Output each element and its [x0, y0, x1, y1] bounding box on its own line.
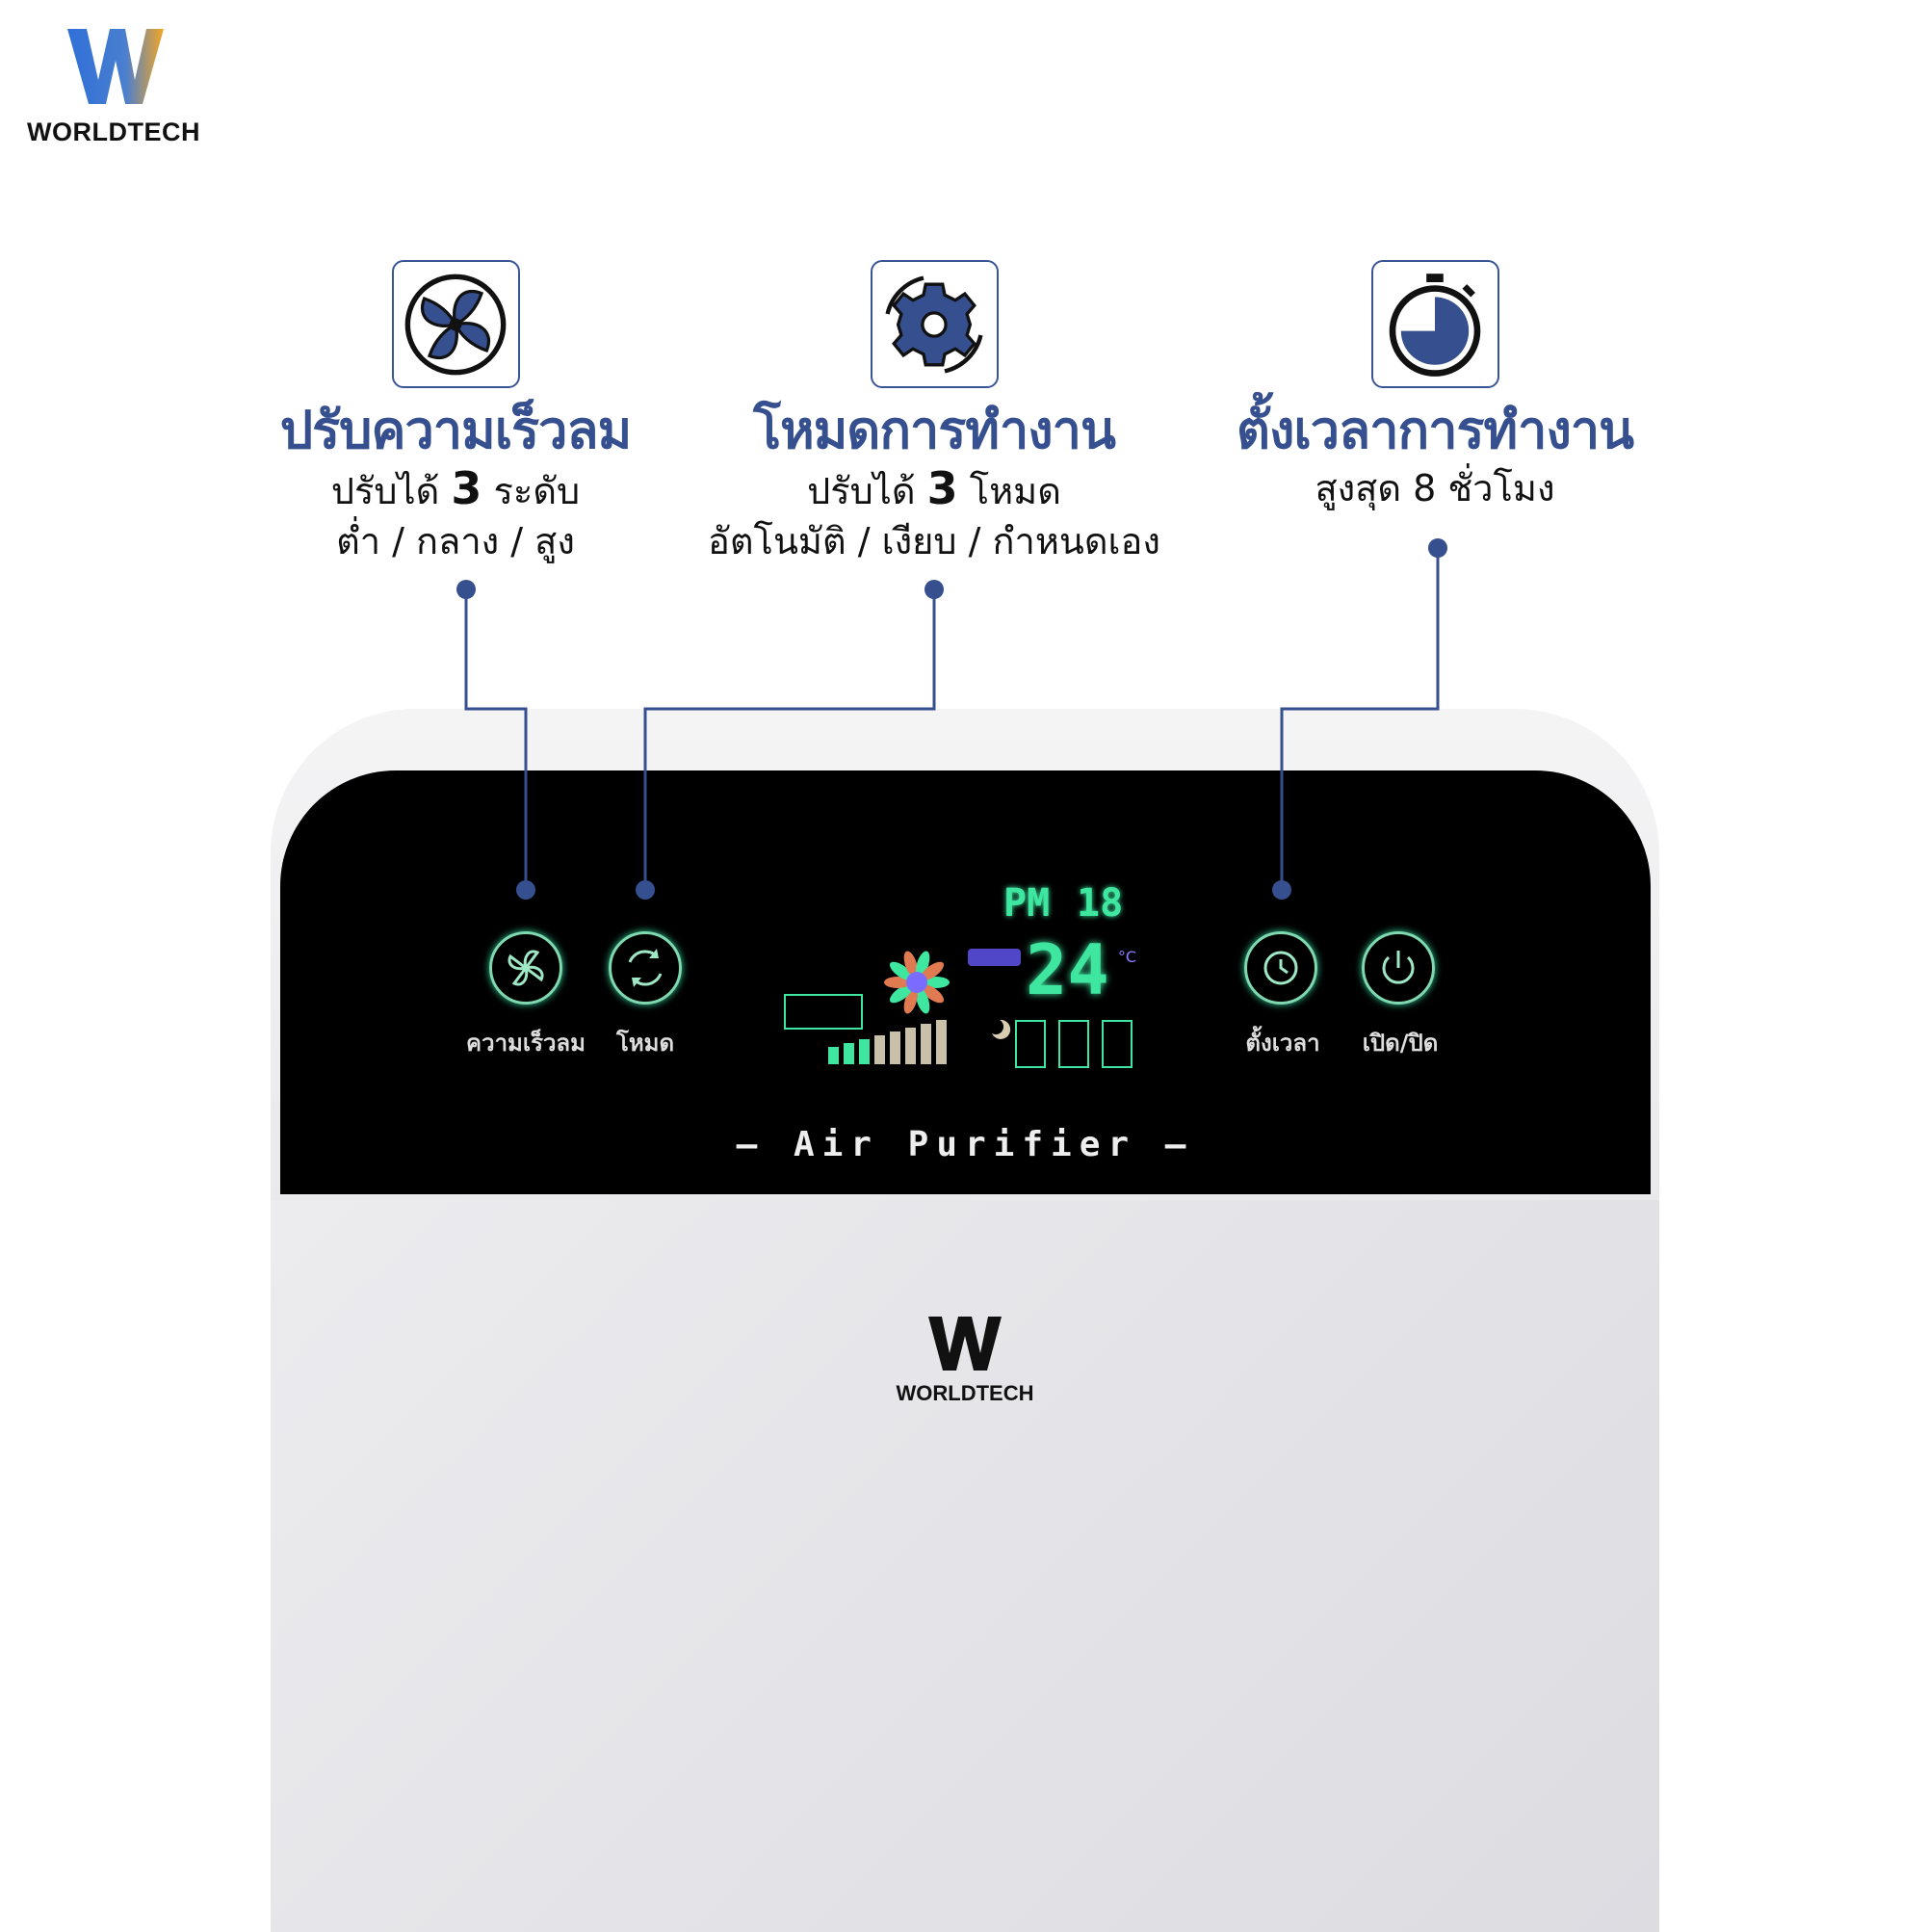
filter-indicator: [784, 994, 863, 1030]
fan-speed-label: ความเร็วลม: [466, 1030, 586, 1057]
feature-line2: อัตโนมัติ / เงียบ / กำหนดเอง: [708, 520, 1160, 562]
device-body: [271, 1200, 1659, 1932]
power-button[interactable]: [1362, 931, 1435, 1005]
fan-blade: [889, 984, 913, 1004]
fan-blade: [889, 961, 913, 980]
fan-blade: [923, 977, 950, 988]
fan-level-bar: [874, 1035, 885, 1064]
fan-blade: [921, 984, 945, 1004]
fan-icon: [391, 260, 520, 388]
feature-timer: ตั้งเวลาการทำงาน สูงสุด 8 ชั่วโมง: [1165, 260, 1705, 513]
fan-level-bar: [828, 1047, 839, 1064]
timer-icon: [1370, 260, 1499, 388]
feature-title: ตั้งเวลาการทำงาน: [1236, 400, 1634, 460]
fan-level-bar: [905, 1028, 916, 1064]
fan-icon: [508, 950, 544, 986]
sensor-indicator: [968, 949, 1021, 966]
feature-mode: โหมดการทำงาน ปรับได้ 3 โหมด อัตโนมัติ / …: [664, 260, 1204, 566]
feature-title: ปรับความเร็วลม: [279, 400, 632, 460]
fan-level-bar: [844, 1043, 854, 1064]
fan-level-bar: [890, 1031, 900, 1064]
fan-animation-icon: [884, 951, 950, 1014]
temp-unit: °C: [1118, 948, 1136, 966]
pm-value: 18: [1077, 881, 1124, 926]
fan-level-bar: [859, 1039, 870, 1064]
fan-blade: [921, 961, 945, 980]
mode-indicator: [1058, 1020, 1089, 1068]
feature-line1: ปรับได้ 3 โหมด: [807, 462, 1061, 514]
feature-line2: ต่ำ / กลาง / สูง: [336, 520, 575, 562]
product-label: — Air Purifier —: [736, 1125, 1194, 1164]
power-icon: [1382, 951, 1415, 984]
pm-label: PM: [1003, 881, 1051, 926]
fan-level-bar: [936, 1020, 947, 1064]
lcd-display: °C PM 18 24: [780, 881, 1146, 1074]
fan-level-bar: [921, 1024, 931, 1064]
mode-indicator: [1015, 1020, 1046, 1068]
fan-blade: [903, 951, 918, 978]
brand-name: WORLDTECH: [27, 117, 200, 146]
power-label: เปิด/ปิด: [1362, 1030, 1439, 1057]
feature-line1: สูงสุด 8 ชั่วโมง: [1315, 467, 1555, 509]
clock-icon: [1263, 951, 1298, 985]
worldtech-logo: [67, 29, 164, 104]
timer-label: ตั้งเวลา: [1245, 1030, 1320, 1057]
fan-blade: [916, 987, 930, 1014]
mode-label: โหมด: [615, 1030, 675, 1057]
feature-fan-speed: ปรับความเร็วลม ปรับได้ 3 ระดับ ต่ำ / กลา…: [186, 260, 725, 566]
fan-speed-button[interactable]: [489, 931, 562, 1005]
timer-button[interactable]: [1244, 931, 1317, 1005]
lcd-graphics: °C: [784, 948, 1136, 1068]
mode-cycle-icon: [628, 949, 663, 987]
fan-level-bars: [828, 1020, 947, 1064]
sleep-moon-icon: [992, 1019, 1011, 1039]
feature-line1: ปรับได้ 3 ระดับ: [330, 462, 581, 514]
fan-blade: [884, 977, 911, 988]
mode-button[interactable]: [609, 931, 682, 1005]
mode-indicator: [1102, 1020, 1133, 1068]
gear-icon: [870, 260, 999, 388]
feature-title: โหมดการทำงาน: [753, 400, 1116, 460]
device-logo: [928, 1317, 1002, 1371]
device-brand: WORLDTECH: [896, 1381, 1034, 1405]
temperature-value: 24: [1026, 929, 1109, 1010]
